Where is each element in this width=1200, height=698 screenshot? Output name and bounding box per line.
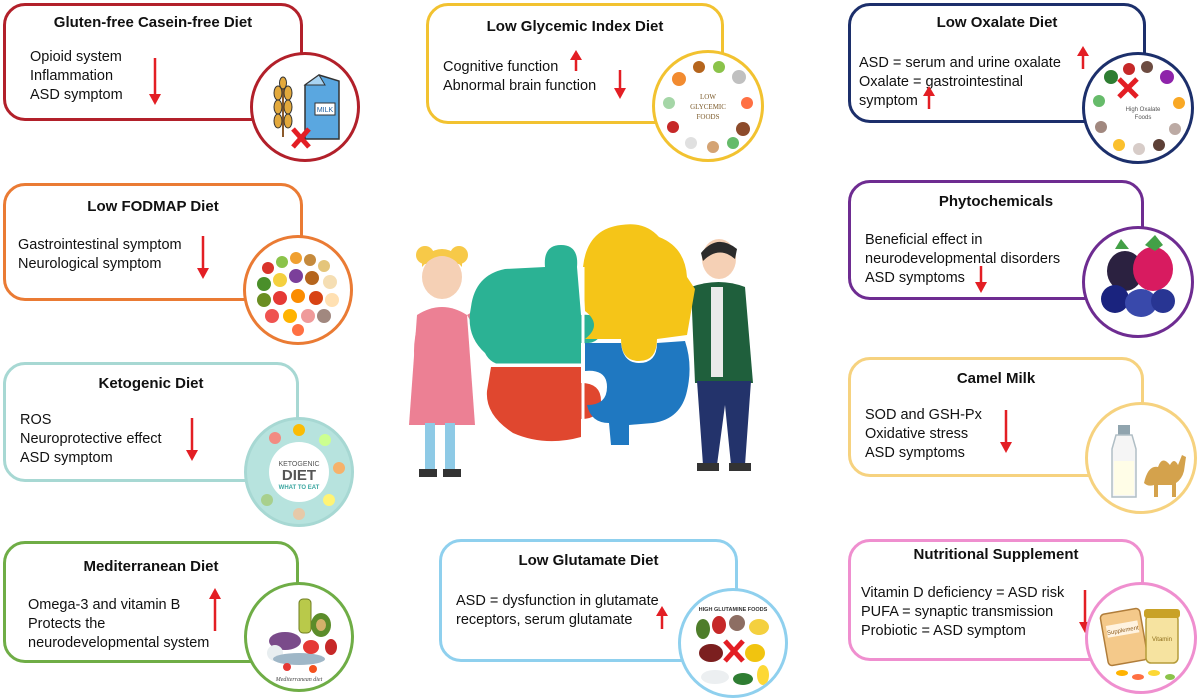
card-phyto-line-3: ASD symptoms: [865, 270, 965, 286]
card-phyto-body: Beneficial effect in neurodevelopmental …: [865, 231, 1060, 288]
up-arrow-icon: [570, 50, 582, 71]
puzzle-illustration: [395, 215, 765, 485]
card-gfcf-title: Gluten-free Casein-free Diet: [53, 14, 253, 31]
up-arrow-icon: [209, 588, 221, 631]
card-fodmap-title: Low FODMAP Diet: [87, 198, 219, 215]
med-image: Mediterranean diet: [244, 582, 354, 692]
up-arrow-icon: [923, 86, 935, 109]
card-keto-title: Ketogenic Diet: [98, 375, 204, 392]
card-gfcf: Gluten-free Casein-free Diet Opioid syst…: [3, 3, 303, 121]
svg-text:GLYCEMIC: GLYCEMIC: [690, 103, 726, 111]
card-keto-line-3: ASD symptom: [20, 450, 113, 466]
svg-text:MILK: MILK: [317, 107, 334, 114]
card-med-line-1: Omega-3 and vitamin B: [28, 597, 181, 613]
camel-image: [1085, 402, 1197, 514]
fodmap-image: [243, 235, 353, 345]
card-fodmap-body: Gastrointestinal symptom Neurological sy…: [18, 236, 182, 274]
card-phyto-line-2: neurodevelopmental disorders: [865, 251, 1061, 267]
card-med-title: Mediterranean Diet: [83, 558, 219, 575]
gfcf-image: MILK: [250, 52, 360, 162]
card-camel-title: Camel Milk: [956, 370, 1036, 387]
card-supp-line-3: Probiotic = ASD symptom: [861, 623, 1026, 639]
card-lox-line-3: symptom: [859, 93, 918, 109]
card-keto-body: ROS Neuroprotective effect ASD symptom: [20, 411, 162, 468]
supp-image: Supplement Vitamin: [1085, 582, 1197, 694]
cross-icon: [723, 639, 745, 663]
card-camel-line-1: SOD and GSH-Px: [865, 407, 982, 423]
card-glu-title: Low Glutamate Diet: [518, 552, 659, 569]
up-arrow-icon: [656, 606, 668, 629]
svg-text:LOW: LOW: [700, 93, 716, 101]
card-gfcf-line-1: Opioid system: [30, 49, 122, 65]
down-arrow-icon: [1000, 410, 1012, 453]
card-fodmap-line-2: Neurological symptom: [18, 256, 162, 272]
girl-figure: [409, 246, 495, 477]
svg-text:Foods: Foods: [1135, 115, 1152, 121]
svg-text:Mediterranean diet: Mediterranean diet: [275, 677, 323, 683]
wheat-icon: [273, 76, 293, 137]
card-keto-line-2: Neuroprotective effect: [20, 431, 162, 447]
lox-image: High Oxalate Foods: [1082, 52, 1194, 164]
down-arrow-icon: [975, 266, 987, 293]
card-camel-line-3: ASD symptoms: [865, 445, 965, 461]
svg-text:WHAT TO EAT: WHAT TO EAT: [279, 485, 320, 491]
card-gfcf-line-2: Inflammation: [30, 68, 114, 84]
card-lgi-body: Cognitive function Abnormal brain functi…: [443, 58, 596, 96]
puzzle-piece-yellow: [583, 224, 695, 361]
lgi-image: LOW GLYCEMIC FOODS: [652, 50, 764, 162]
card-lgi-line-2: Abnormal brain function: [443, 78, 597, 94]
card-glu-body: ASD = dysfunction in glutamate receptors…: [456, 592, 659, 630]
down-arrow-icon: [186, 418, 198, 461]
card-phyto-line-1: Beneficial effect in: [865, 232, 983, 248]
card-camel-line-2: Oxidative stress: [865, 426, 969, 442]
svg-text:FOODS: FOODS: [697, 113, 720, 121]
card-glu-line-1: ASD = dysfunction in glutamate: [456, 593, 659, 609]
cross-icon: [1117, 77, 1139, 99]
svg-text:High Oxalate: High Oxalate: [1126, 107, 1161, 113]
card-lox-line-1: ASD = serum and urine oxalate: [859, 55, 1061, 71]
svg-text:DIET: DIET: [282, 467, 316, 484]
down-arrow-icon: [197, 236, 209, 279]
card-fodmap-line-1: Gastrointestinal symptom: [18, 237, 182, 253]
card-lgi-title: Low Glycemic Index Diet: [486, 18, 664, 35]
card-phyto-title: Phytochemicals: [938, 193, 1054, 210]
milk-carton-icon: MILK: [303, 74, 340, 140]
puzzle-piece-red: [486, 367, 601, 442]
puzzle-piece-blue: [585, 341, 690, 445]
camel-icon: [1144, 455, 1186, 497]
card-supp-line-2: PUFA = synaptic transmission: [861, 604, 1054, 620]
card-lgi-line-1: Cognitive function: [443, 59, 559, 75]
card-lox-title: Low Oxalate Diet: [936, 14, 1058, 31]
card-fodmap: Low FODMAP Diet Gastrointestinal symptom…: [3, 183, 303, 301]
keto-image: KETOGENIC DIET WHAT TO EAT: [244, 417, 354, 527]
card-med-line-3: neurodevelopmental system: [28, 635, 210, 651]
down-arrow-icon: [614, 70, 626, 99]
down-arrow-icon: [149, 58, 161, 105]
glu-image: HIGH GLUTAMINE FOODS: [678, 588, 788, 698]
svg-text:Supplement: Supplement: [1107, 625, 1140, 637]
card-glu-line-2: receptors, serum glutamate: [456, 612, 633, 628]
up-arrow-icon: [1077, 46, 1089, 69]
cross-icon: [291, 127, 311, 149]
card-lox-body: ASD = serum and urine oxalate Oxalate = …: [859, 54, 1061, 111]
puzzle-piece-green: [469, 245, 601, 365]
card-gfcf-body: Opioid system Inflammation ASD symptom: [30, 48, 123, 105]
card-supp-title: Nutritional Supplement: [913, 546, 1079, 563]
card-gfcf-line-3: ASD symptom: [30, 87, 123, 103]
card-supp-body: Vitamin D deficiency = ASD risk PUFA = s…: [861, 584, 1064, 641]
card-supp-line-1: Vitamin D deficiency = ASD risk: [861, 585, 1065, 601]
card-med-body: Omega-3 and vitamin B Protects the neuro…: [28, 596, 209, 653]
svg-text:Vitamin: Vitamin: [1152, 637, 1172, 643]
card-lox-line-2: Oxalate = gastrointestinal: [859, 74, 1024, 90]
card-camel-body: SOD and GSH-Px Oxidative stress ASD symp…: [865, 406, 982, 463]
card-med-line-2: Protects the: [28, 616, 106, 632]
svg-text:KETOGENIC: KETOGENIC: [278, 461, 319, 468]
phyto-image: [1082, 226, 1194, 338]
card-keto-line-1: ROS: [20, 412, 52, 428]
svg-text:HIGH GLUTAMINE FOODS: HIGH GLUTAMINE FOODS: [699, 607, 768, 613]
